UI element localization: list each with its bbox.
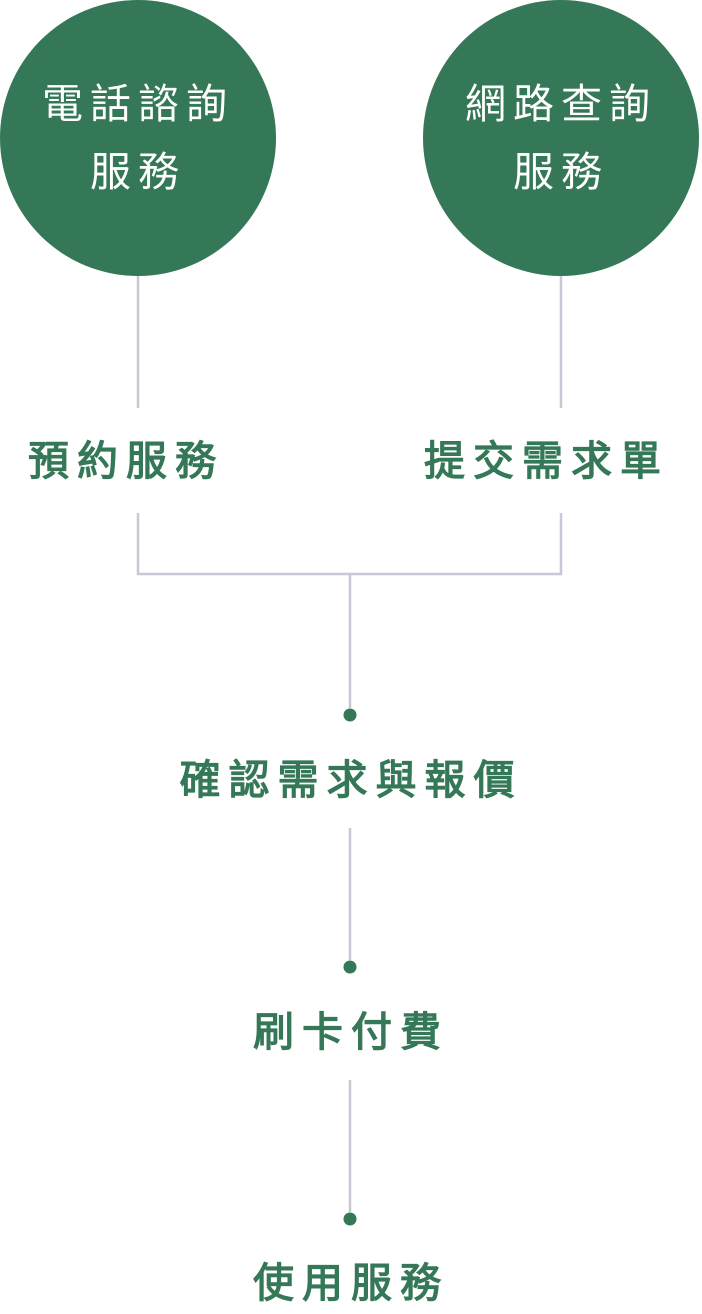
web-query-line2: 服務 xyxy=(513,148,609,196)
dot-pay xyxy=(343,960,357,974)
confirm-quote-step: 確認需求與報價 xyxy=(179,756,523,804)
dot-confirm xyxy=(343,708,357,722)
card-payment-step: 刷卡付費 xyxy=(253,1008,449,1056)
use-service-step: 使用服務 xyxy=(253,1259,449,1307)
connector-merge xyxy=(136,513,563,576)
dot-use xyxy=(343,1212,357,1226)
phone-consult-circle: 電話諮詢 服務 xyxy=(0,0,276,276)
submit-request-step: 提交需求單 xyxy=(424,437,669,485)
phone-consult-line1: 電話諮詢 xyxy=(42,80,234,128)
web-query-line1: 網路查詢 xyxy=(465,80,657,128)
web-query-circle: 網路查詢 服務 xyxy=(423,0,699,276)
book-service-step: 預約服務 xyxy=(28,437,224,485)
phone-consult-line2: 服務 xyxy=(90,148,186,196)
